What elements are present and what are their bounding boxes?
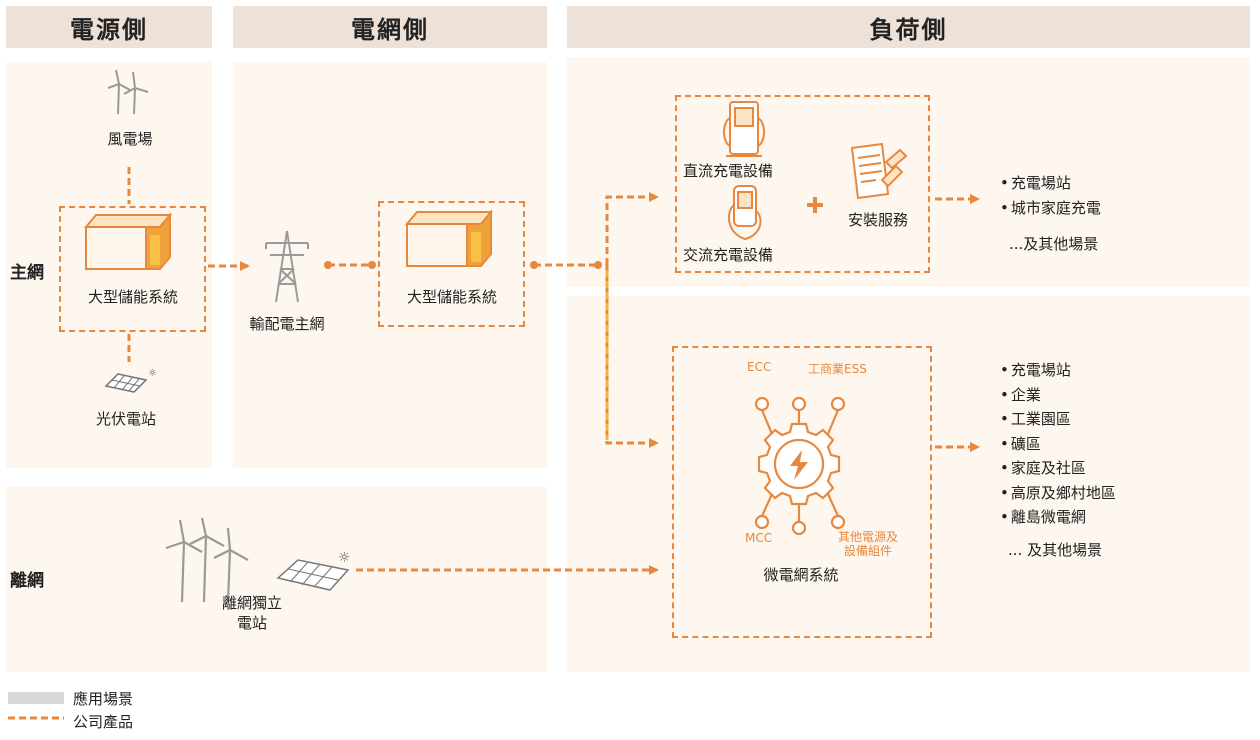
panel-offgrid — [6, 487, 547, 672]
svg-text:☼: ☼ — [148, 368, 157, 379]
list-item: 離島微電網 — [1000, 506, 1116, 531]
dc-charger-icon — [723, 101, 765, 157]
label-ess: 工商業ESS — [808, 362, 867, 376]
svg-text:☼: ☼ — [338, 550, 351, 566]
legend-scenario-swatch — [8, 692, 64, 704]
battery-container-icon — [83, 212, 173, 270]
header-load-label: 負荷側 — [869, 14, 948, 44]
plus-icon — [807, 197, 823, 213]
header-load: 負荷側 — [567, 6, 1250, 48]
label-ecc: ECC — [747, 360, 772, 374]
wind-turbine-icon — [107, 69, 149, 115]
list-item: 工業園區 — [1000, 408, 1116, 433]
wind-turbine-icon — [165, 517, 249, 603]
scenario-more-bottom: ... 及其他場景 — [1008, 541, 1103, 559]
list-item: 礦區 — [1000, 433, 1116, 458]
header-source-label: 電源側 — [70, 14, 148, 44]
list-item: 家庭及社區 — [1000, 457, 1116, 482]
label-pv-station: 光伏電站 — [95, 410, 156, 428]
link-dot — [530, 261, 538, 269]
link-dot — [594, 261, 602, 269]
label-offgrid-station-line2: 電站 — [236, 614, 267, 632]
list-item: 城市家庭充電 — [1000, 197, 1101, 222]
row-label-off-grid: 離網 — [10, 571, 44, 591]
header-grid: 電網側 — [233, 6, 547, 48]
legend-scenario-label: 應用場景 — [73, 690, 134, 708]
install-service-icon — [850, 142, 908, 200]
list-item: 充電場站 — [1000, 359, 1116, 384]
product-box-ess-2 — [378, 201, 525, 327]
panel-grid-main — [233, 62, 547, 468]
scenario-list-top: 充電場站 城市家庭充電 — [1000, 172, 1101, 221]
solar-panel-icon: ☼ — [104, 368, 157, 393]
list-item: 企業 — [1000, 384, 1116, 409]
list-item: 充電場站 — [1000, 172, 1101, 197]
battery-container-icon — [404, 209, 494, 267]
scenario-list-bottom: 充電場站 企業 工業園區 礦區 家庭及社區 高原及鄉村地區 離島微電網 — [1000, 359, 1116, 531]
link-dot — [368, 261, 376, 269]
header-source: 電源側 — [6, 6, 212, 48]
row-label-main-grid: 主網 — [10, 263, 44, 283]
panel-load-bottom — [567, 296, 1250, 672]
ac-charger-icon — [727, 185, 762, 241]
transmission-tower-icon — [265, 230, 309, 303]
label-large-ess-1: 大型儲能系統 — [87, 288, 178, 306]
legend-product-swatch — [8, 716, 64, 720]
legend-product-label: 公司產品 — [73, 713, 134, 731]
label-mcc: MCC — [745, 531, 773, 545]
link-branch — [605, 192, 659, 265]
label-offgrid-station-line1: 離網獨立 — [221, 594, 282, 612]
label-other-sources-line1: 其他電源及 — [837, 530, 898, 544]
microgrid-gear-icon — [754, 396, 846, 536]
label-install-service: 安裝服務 — [847, 211, 908, 229]
solar-panel-icon: ☼ — [276, 550, 351, 591]
link-dot — [324, 261, 332, 269]
link-branch-down — [605, 265, 659, 448]
label-dc-charging: 直流充電設備 — [683, 162, 774, 180]
label-other-sources: 其他電源及 設備組件 — [828, 530, 908, 558]
header-grid-label: 電網側 — [351, 14, 429, 44]
list-item: 高原及鄉村地區 — [1000, 482, 1116, 507]
product-box-microgrid — [672, 346, 932, 638]
scenario-more-top: ...及其他場景 — [1009, 235, 1099, 253]
label-wind-farm: 風電場 — [107, 130, 153, 148]
label-transmission: 輸配電主網 — [249, 315, 325, 333]
product-box-ess-1 — [59, 206, 206, 332]
label-offgrid-station: 離網獨立 電站 — [206, 593, 298, 633]
label-other-sources-line2: 設備組件 — [843, 544, 892, 558]
label-large-ess-2: 大型儲能系統 — [406, 288, 497, 306]
label-ac-charging: 交流充電設備 — [683, 246, 774, 264]
product-box-charging — [675, 95, 930, 273]
label-microgrid: 微電網系統 — [763, 566, 839, 584]
